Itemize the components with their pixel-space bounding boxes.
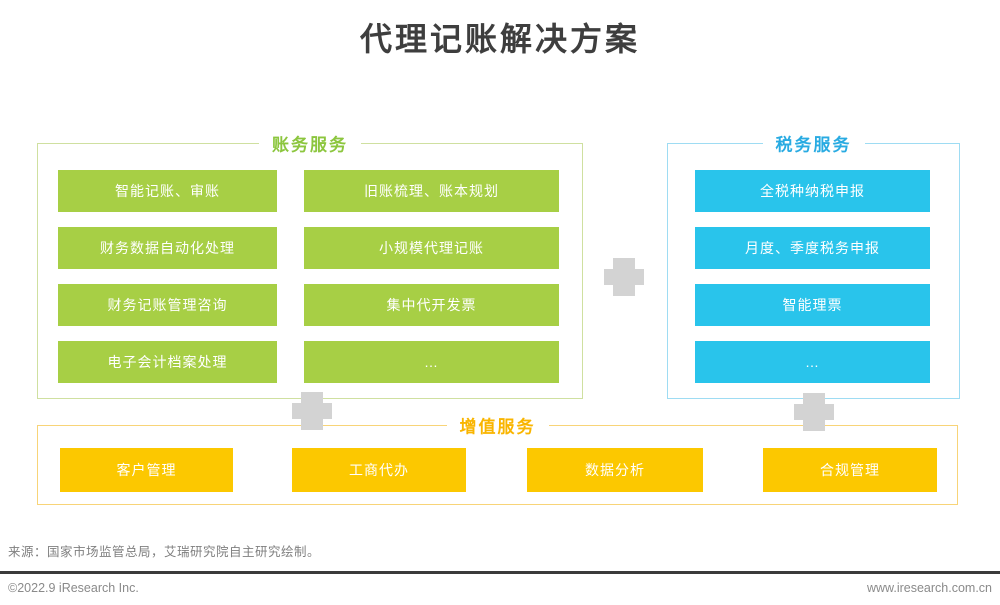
accounting-service-box: 财务记账管理咨询 <box>58 284 277 326</box>
tax-service-box: 月度、季度税务申报 <box>695 227 930 269</box>
value-added-service-box: 数据分析 <box>527 448 703 492</box>
copyright-text: ©2022.9 iResearch Inc. <box>8 581 139 595</box>
tax-service-box-more: … <box>695 341 930 383</box>
plus-connector-icon <box>292 392 332 430</box>
value-added-service-box: 工商代办 <box>292 448 466 492</box>
accounting-service-box: 电子会计档案处理 <box>58 341 277 383</box>
plus-connector-icon <box>604 258 644 296</box>
accounting-service-box: 小规模代理记账 <box>304 227 559 269</box>
value-added-services-title: 增值服务 <box>446 412 549 438</box>
tax-services-list: 全税种纳税申报 月度、季度税务申报 智能理票 … <box>695 170 930 383</box>
accounting-service-box-more: … <box>304 341 559 383</box>
accounting-services-grid: 智能记账、审账 旧账梳理、账本规划 财务数据自动化处理 小规模代理记账 财务记账… <box>58 170 559 383</box>
footer: ©2022.9 iResearch Inc. www.iresearch.com… <box>0 581 1000 595</box>
source-note: 来源：国家市场监管总局，艾瑞研究院自主研究绘制。 <box>8 545 321 559</box>
accounting-service-box: 旧账梳理、账本规划 <box>304 170 559 212</box>
accounting-services-title: 账务服务 <box>259 130 361 156</box>
value-added-service-box: 合规管理 <box>763 448 937 492</box>
tax-services-title: 税务服务 <box>762 130 865 156</box>
value-added-service-box: 客户管理 <box>60 448 233 492</box>
tax-services-section: 税务服务 全税种纳税申报 月度、季度税务申报 智能理票 … <box>667 130 960 399</box>
website-text: www.iresearch.com.cn <box>866 581 992 595</box>
page-title: 代理记账解决方案 <box>359 21 640 57</box>
accounting-services-section: 账务服务 智能记账、审账 旧账梳理、账本规划 财务数据自动化处理 小规模代理记账… <box>37 130 583 399</box>
accounting-service-box: 智能记账、审账 <box>58 170 277 212</box>
plus-connector-icon <box>794 393 834 431</box>
value-added-services-section: 增值服务 客户管理 工商代办 数据分析 合规管理 <box>37 412 958 505</box>
tax-service-box: 全税种纳税申报 <box>695 170 930 212</box>
footer-divider <box>0 571 1000 574</box>
tax-service-box: 智能理票 <box>695 284 930 326</box>
accounting-service-box: 集中代开发票 <box>304 284 559 326</box>
accounting-service-box: 财务数据自动化处理 <box>58 227 277 269</box>
